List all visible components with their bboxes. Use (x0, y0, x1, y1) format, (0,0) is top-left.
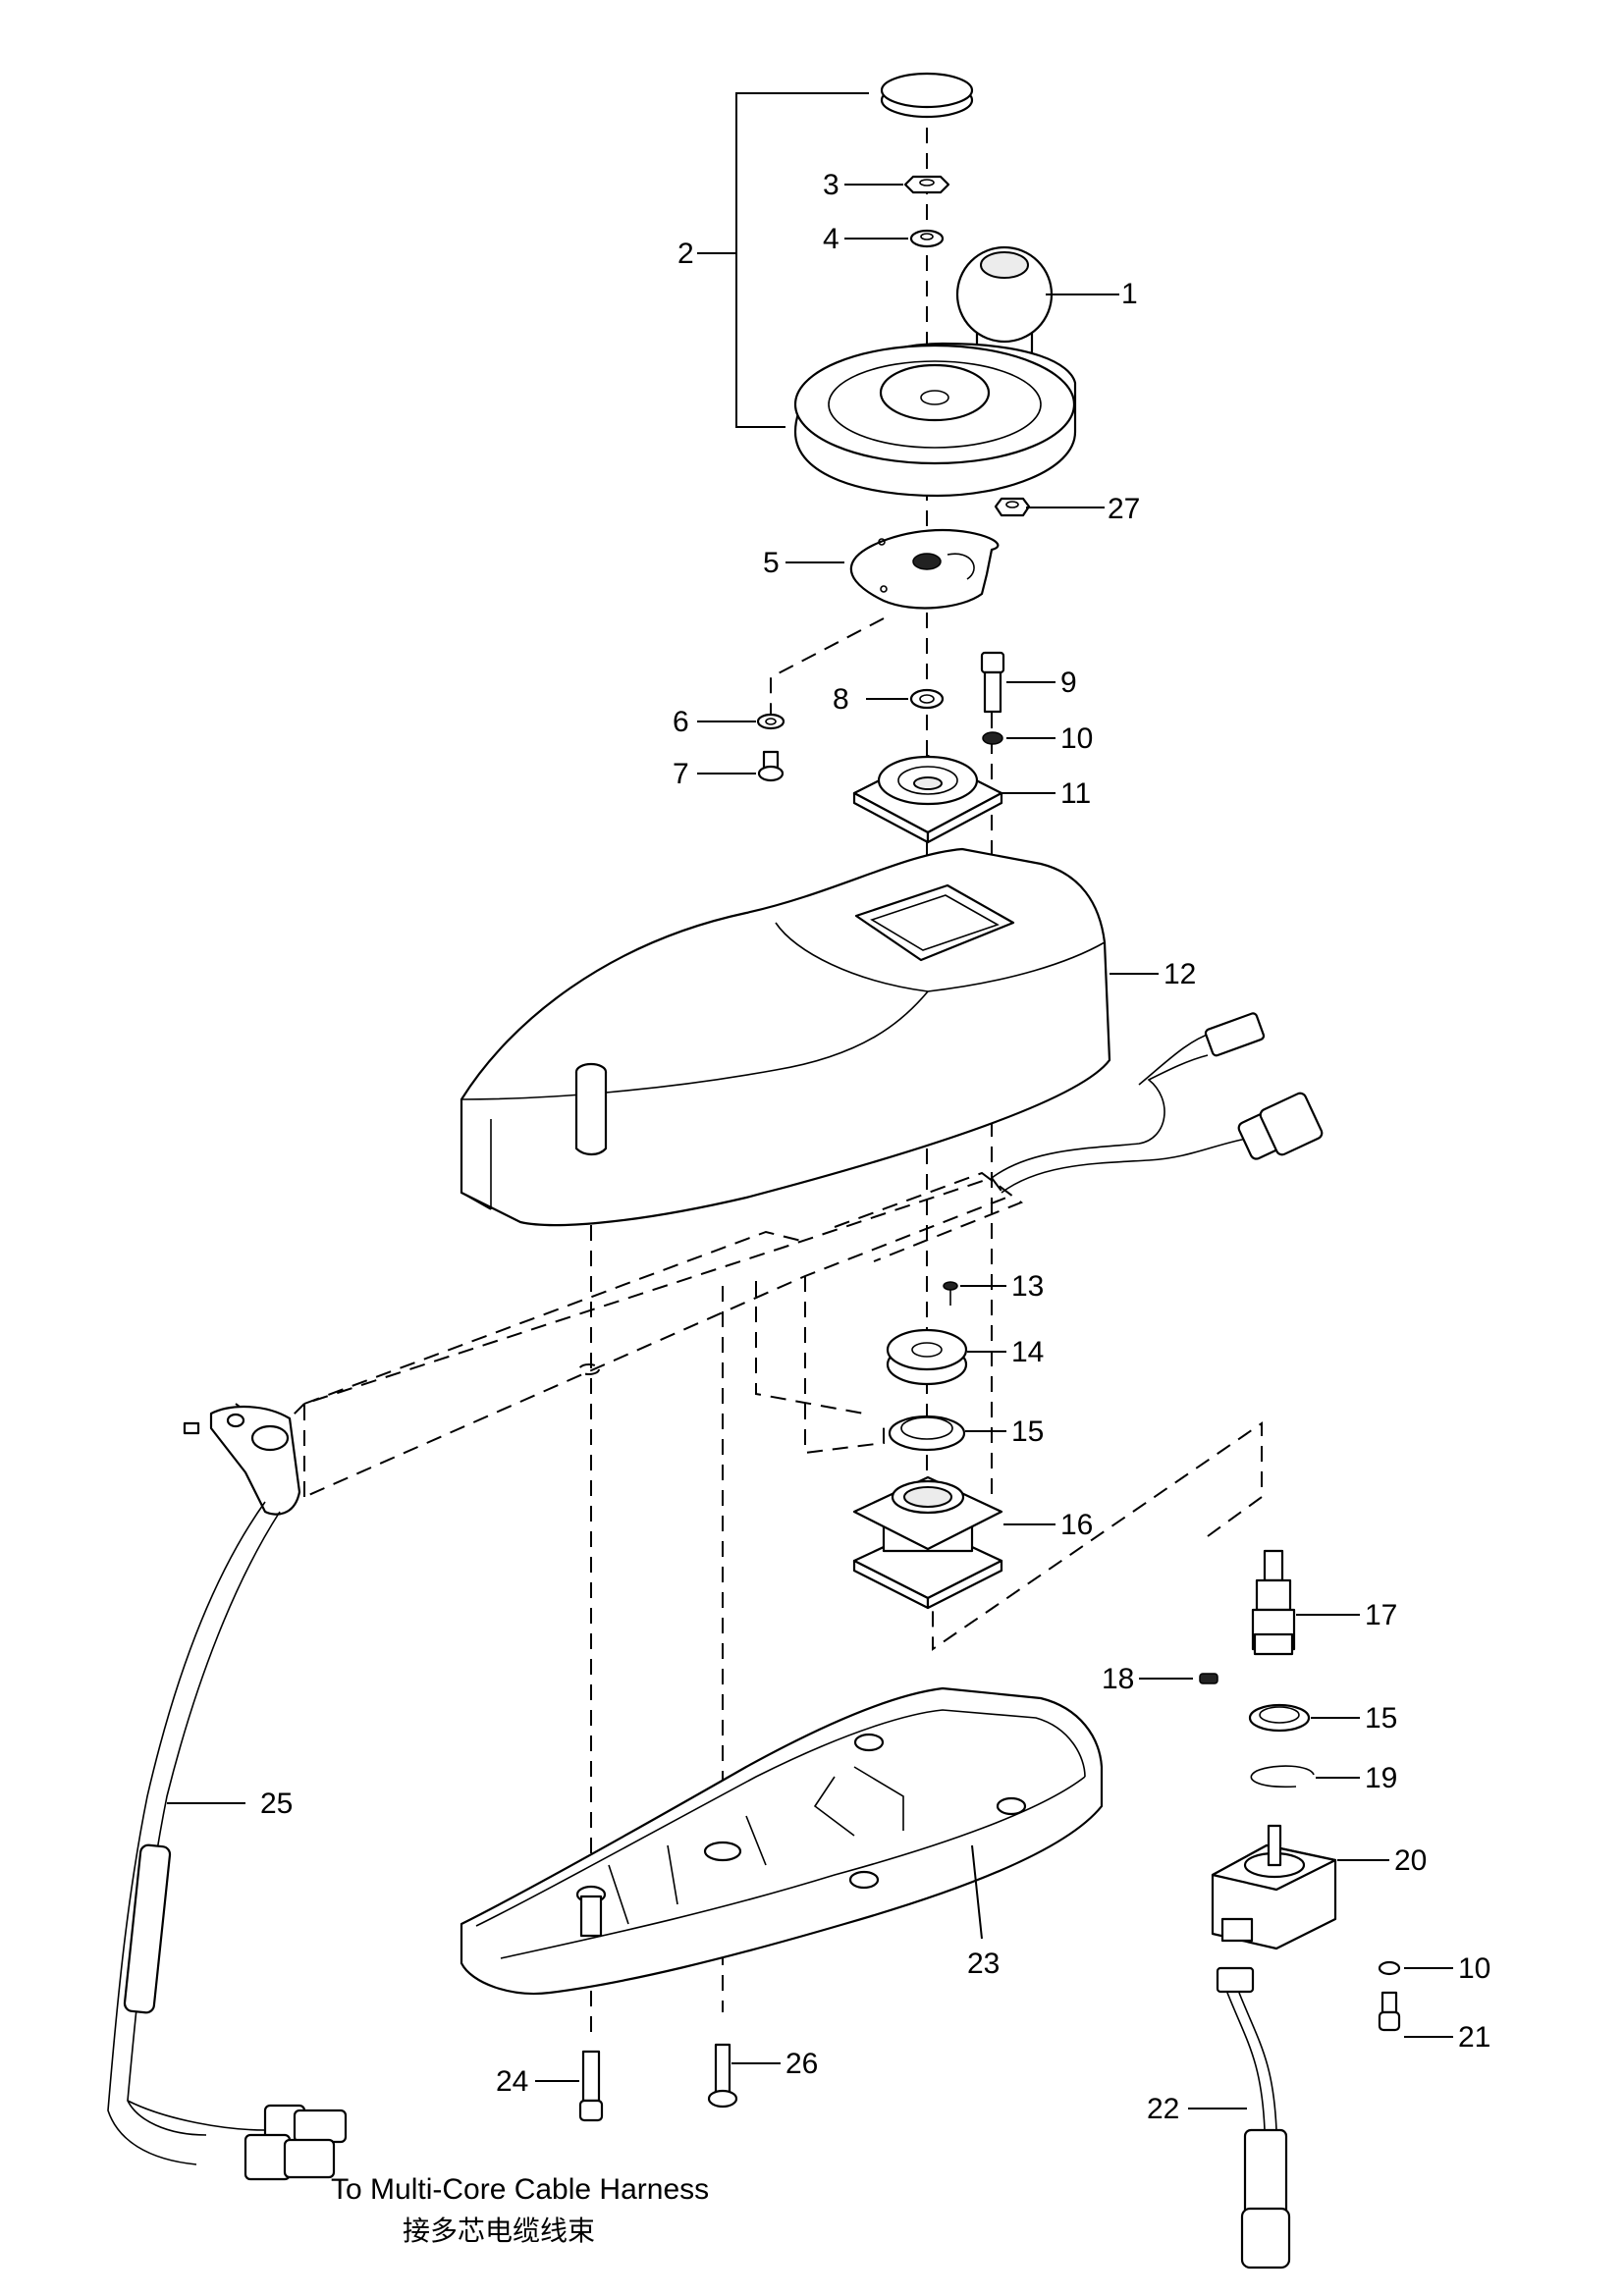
callout-10-upper: 10 (1060, 722, 1093, 755)
part-13-screw (943, 1281, 958, 1306)
part-26-screw (707, 2043, 738, 2109)
callout-numbers: 1 2 3 4 5 27 9 10 8 6 7 11 12 13 14 15 1… (260, 169, 1490, 2125)
callout-18: 18 (1102, 1663, 1134, 1695)
callout-15-upper: 15 (1011, 1415, 1044, 1448)
callout-16: 16 (1060, 1509, 1093, 1541)
part-27-nut (994, 497, 1031, 517)
callout-14: 14 (1011, 1336, 1044, 1368)
callout-24: 24 (496, 2065, 528, 2098)
part-5-plate (849, 528, 1000, 610)
part-25-cable (107, 1406, 348, 2181)
callout-13: 13 (1011, 1270, 1044, 1303)
part-3-nut (903, 175, 950, 194)
callout-7: 7 (673, 758, 689, 790)
part-24-screw (578, 2050, 604, 2122)
callout-4: 4 (823, 223, 839, 255)
bracket-2 (735, 92, 869, 428)
part-18-pin (1199, 1673, 1218, 1684)
mounting-arm-dashed (235, 1171, 1024, 1498)
part-22-connector-cable (1216, 1966, 1291, 2269)
callout-3: 3 (823, 169, 839, 201)
housing-cable-and-connectors (991, 1012, 1324, 1194)
callout-17: 17 (1365, 1599, 1397, 1631)
leader-lines (167, 184, 1453, 2109)
assembly-axis-lines (590, 128, 1263, 2032)
part-14-collar (886, 1328, 968, 1386)
callout-12: 12 (1164, 958, 1196, 990)
callout-20: 20 (1394, 1844, 1427, 1877)
part-16-bearing-housing (852, 1475, 1003, 1610)
callout-11: 11 (1060, 777, 1091, 810)
callout-2: 2 (677, 238, 694, 270)
callout-5: 5 (763, 547, 780, 579)
part-11-flange (852, 754, 1003, 844)
harness-note-english: To Multi-Core Cable Harness (331, 2173, 709, 2206)
callout-8: 8 (833, 683, 849, 716)
part-4-washer (909, 229, 945, 248)
callout-23: 23 (967, 1948, 1000, 1980)
part-1-knob (955, 245, 1054, 360)
part-10-washer-lower (1378, 1960, 1401, 1976)
part-23-base-tray (460, 1686, 1104, 1995)
callout-25: 25 (260, 1788, 293, 1820)
callout-6: 6 (673, 706, 689, 738)
part-12-housing-cover (460, 847, 1111, 1227)
callout-9: 9 (1060, 667, 1077, 699)
part-6-washer (756, 713, 785, 730)
harness-note-chinese: 接多芯电缆线束 (403, 2215, 595, 2247)
part-8-washer (909, 688, 945, 710)
callout-26: 26 (785, 2048, 818, 2080)
callout-15-lower: 15 (1365, 1702, 1397, 1735)
part-2-handle-base (793, 342, 1077, 498)
callout-21: 21 (1458, 2021, 1490, 2054)
part-2-cap (880, 72, 974, 119)
callout-19: 19 (1365, 1762, 1397, 1794)
callout-22: 22 (1147, 2093, 1179, 2125)
part-9-screw (980, 651, 1005, 714)
part-21-screw (1378, 1991, 1401, 2032)
callout-1: 1 (1121, 278, 1138, 310)
callout-27: 27 (1108, 493, 1140, 525)
part-10-washer-upper (982, 731, 1003, 745)
part-7-screw (757, 750, 785, 782)
callout-10-lower: 10 (1458, 1952, 1490, 1985)
part-20-motor (1211, 1824, 1337, 1950)
part-15-bearing-upper (888, 1415, 966, 1452)
part-15-bearing-lower (1248, 1703, 1311, 1733)
part-17-sensor (1251, 1549, 1296, 1656)
part-19-circlip (1250, 1765, 1315, 1789)
